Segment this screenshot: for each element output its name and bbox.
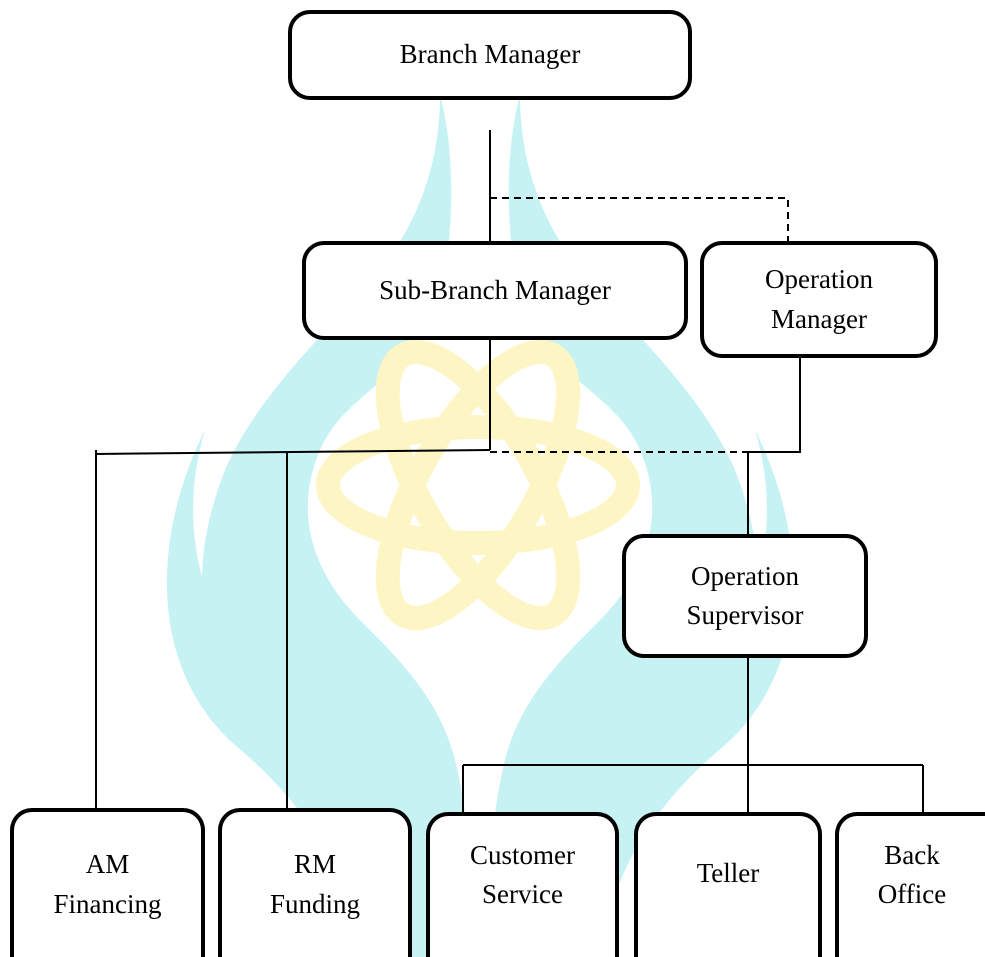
node-label-line-1: Back <box>884 840 940 870</box>
node-label-line-1: AM <box>85 849 130 880</box>
node-customer-service: Customer Service <box>426 812 619 957</box>
node-label-line-1: Operation <box>765 264 873 295</box>
node-label-line-2: Financing <box>53 888 162 919</box>
node-label-line-2: Funding <box>269 888 361 919</box>
node-label-line-2: Office <box>877 879 947 910</box>
edge-sub-branch-bus <box>94 449 491 455</box>
node-sub-branch-manager: Sub-Branch Manager <box>302 241 688 340</box>
node-operation-manager: Operation Manager <box>700 241 938 358</box>
node-label-line-2: Service <box>482 879 563 910</box>
node-teller: Teller <box>634 812 822 957</box>
node-am-financing: AM Financing <box>10 808 205 957</box>
node-label-line-1: RM <box>293 849 337 880</box>
node-branch-manager: Branch Manager <box>288 10 692 100</box>
watermark-atom-symbol <box>316 339 640 631</box>
edge-operation-manager-down <box>748 358 801 453</box>
edge-branch-to-operation-manager-dashed <box>490 197 789 241</box>
node-label-line-2: Manager <box>771 303 867 334</box>
node-label: Branch Manager <box>399 39 581 70</box>
node-label-line-2: Supervisor <box>686 600 804 630</box>
node-rm-funding: RM Funding <box>218 808 412 957</box>
node-label-line-1: Operation <box>691 560 799 591</box>
node-label: Teller <box>696 858 760 888</box>
node-label-line-1: Customer <box>470 840 575 870</box>
node-operation-supervisor: Operation Supervisor <box>622 534 868 658</box>
node-back-office: Back Office <box>835 812 985 957</box>
node-label: Sub-Branch Manager <box>379 274 611 305</box>
